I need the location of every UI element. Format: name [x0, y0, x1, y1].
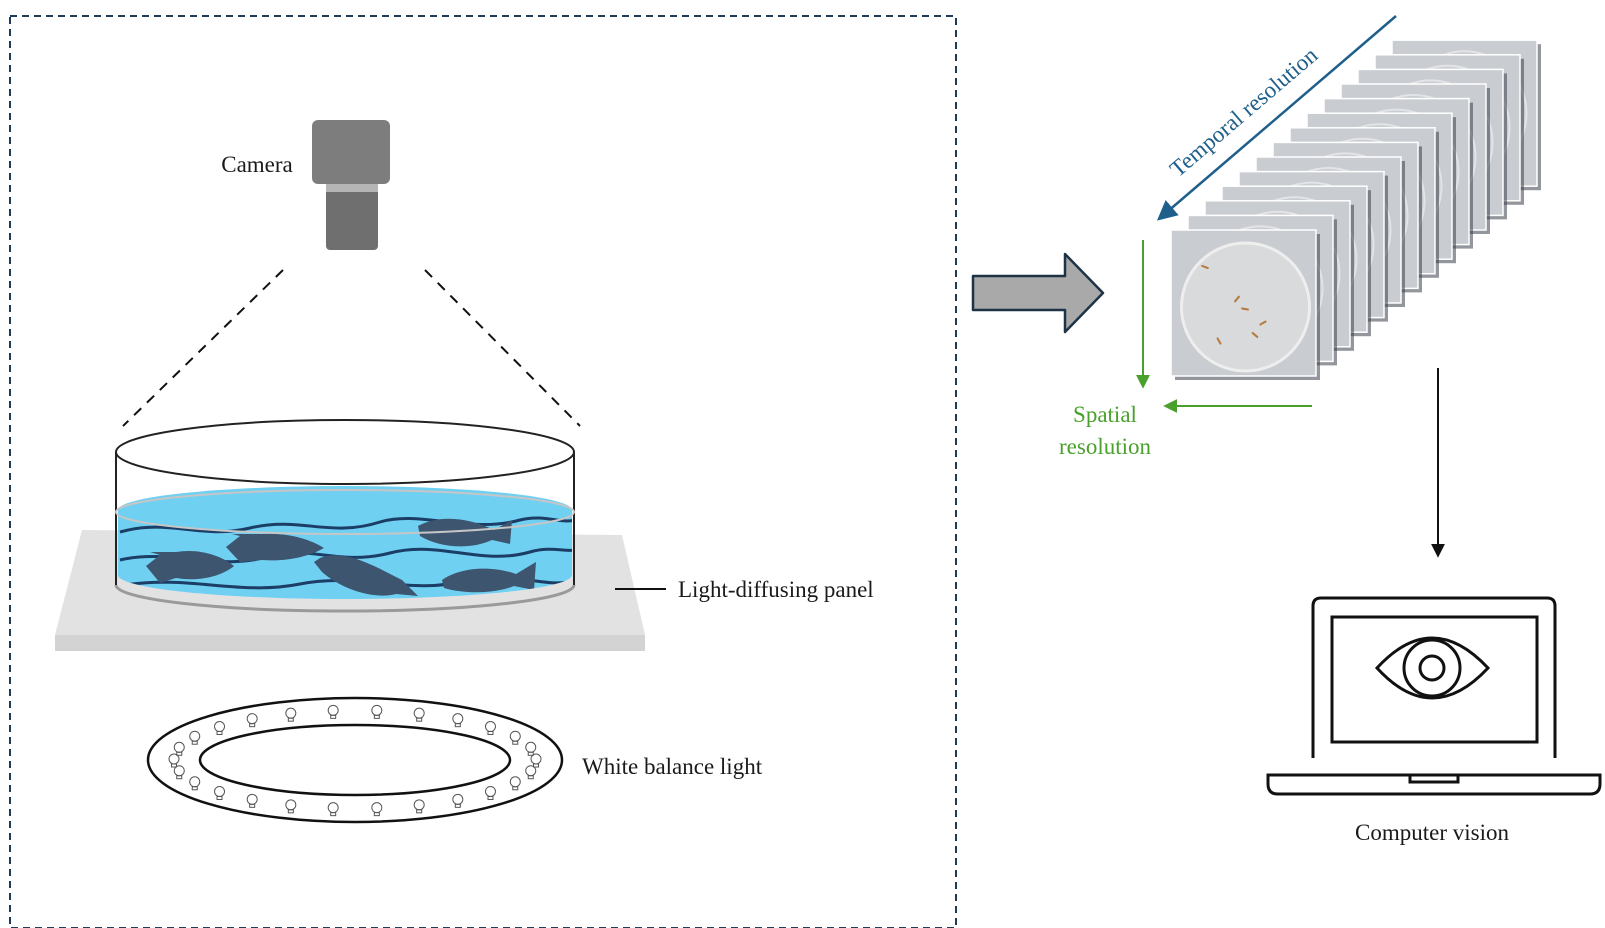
larva-mark	[1234, 295, 1240, 303]
bulb-icon	[371, 802, 383, 817]
camera-icon	[312, 120, 390, 250]
bulb-icon	[525, 741, 537, 756]
bulb-icon	[484, 785, 496, 800]
bulb-icon	[413, 799, 425, 814]
petri-dish	[114, 419, 576, 613]
fov-line-left	[122, 269, 284, 427]
temporal-resolution-arrow	[1156, 15, 1397, 221]
larva-mark	[1259, 320, 1267, 326]
right-arrow-icon	[971, 252, 1105, 334]
bulb-icon	[413, 707, 425, 722]
bulb-icons	[168, 704, 542, 817]
front-video-frame	[1170, 229, 1320, 380]
fov-line-right	[424, 269, 581, 427]
bulb-icon	[189, 730, 201, 745]
larva-mark	[1201, 264, 1209, 270]
bulb-icon	[452, 793, 464, 808]
white-balance-ring-light	[146, 696, 564, 824]
laptop-icon	[1266, 596, 1602, 796]
bulb-icon	[173, 741, 185, 756]
bulb-icon	[246, 793, 258, 808]
bulb-icon	[214, 721, 226, 736]
bulb-icon	[189, 776, 201, 791]
bulb-icon	[214, 785, 226, 800]
setup-dashed-frame	[9, 15, 957, 928]
ring-light-label: White balance light	[582, 754, 763, 779]
bulb-icon	[246, 713, 258, 728]
bulb-icon	[371, 704, 383, 719]
bulb-icon	[173, 765, 185, 780]
larva-mark	[1241, 307, 1249, 311]
bulb-icon	[509, 730, 521, 745]
bulb-icon	[509, 776, 521, 791]
spatial-resolution-label-line1: Spatial	[1073, 402, 1137, 427]
fish-group	[146, 518, 536, 596]
spatial-resolution-label-line2: resolution	[1059, 434, 1151, 459]
larva-mark	[1251, 332, 1259, 338]
bulb-icon	[327, 704, 339, 719]
video-frame-stack	[1170, 39, 1541, 380]
bulb-icon	[168, 753, 180, 768]
larva-mark	[1216, 337, 1222, 345]
eye-icon	[1374, 636, 1491, 700]
bulb-icon	[484, 721, 496, 736]
bulb-icon	[525, 765, 537, 780]
bulb-icon	[452, 713, 464, 728]
bulb-icon	[285, 707, 297, 722]
bulb-icon	[530, 753, 542, 768]
bulb-icon	[327, 802, 339, 817]
panel-label: Light-diffusing panel	[678, 577, 874, 602]
computer-vision-label: Computer vision	[1355, 820, 1509, 845]
bulb-icon	[285, 799, 297, 814]
camera-label: Camera	[221, 152, 293, 177]
